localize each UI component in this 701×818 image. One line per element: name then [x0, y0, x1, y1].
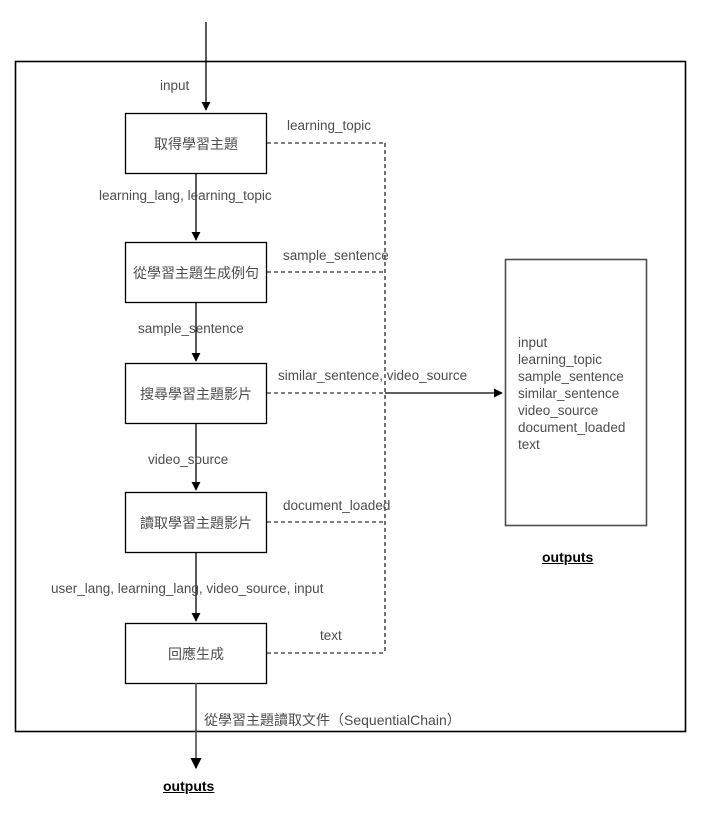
outputs-list-item: input	[518, 335, 548, 350]
edge-label-video-source-seq: video_source	[148, 452, 229, 467]
edge-label-learning-lang-topic: learning_lang, learning_topic	[99, 188, 272, 203]
node-box-get-topic[interactable]	[124, 112, 268, 175]
outputs-list-item: text	[518, 437, 540, 452]
outputs-list-item: learning_topic	[518, 352, 603, 367]
node-box-gen-response[interactable]	[124, 622, 268, 685]
edge-label-learning-topic-branch: learning_topic	[287, 118, 372, 133]
node-box-search-video[interactable]	[124, 362, 268, 425]
edge-label-sample-sentence-branch: sample_sentence	[283, 248, 389, 263]
node-box-gen-sentence[interactable]	[124, 241, 268, 304]
edge-label-sample-sentence-seq: sample_sentence	[138, 321, 244, 336]
edge-label-input: input	[160, 78, 190, 93]
sequential-chain-caption: 從學習主題讀取文件（SequentialChain）	[204, 712, 461, 728]
edge-label-text-branch: text	[320, 628, 342, 643]
sequential-chain-container	[14, 60, 687, 733]
outputs-list-item: document_loaded	[518, 420, 626, 435]
node-box-load-video[interactable]	[124, 491, 268, 554]
outputs-list-item: similar_sentence	[518, 386, 620, 401]
outputs-box	[504, 258, 648, 527]
outputs-box-list: input learning_topic sample_sentence sim…	[518, 334, 625, 453]
final-outputs-label: outputs	[163, 778, 215, 794]
outputs-list-item: sample_sentence	[518, 369, 624, 384]
edge-label-similar-sentence-branch: similar_sentence, video_source	[278, 368, 468, 383]
outputs-list-item: video_source	[518, 403, 599, 418]
edge-label-user-lang-group: user_lang, learning_lang, video_source, …	[51, 581, 324, 596]
outputs-box-caption: outputs	[542, 549, 594, 565]
edge-label-document-loaded-branch: document_loaded	[283, 498, 391, 513]
